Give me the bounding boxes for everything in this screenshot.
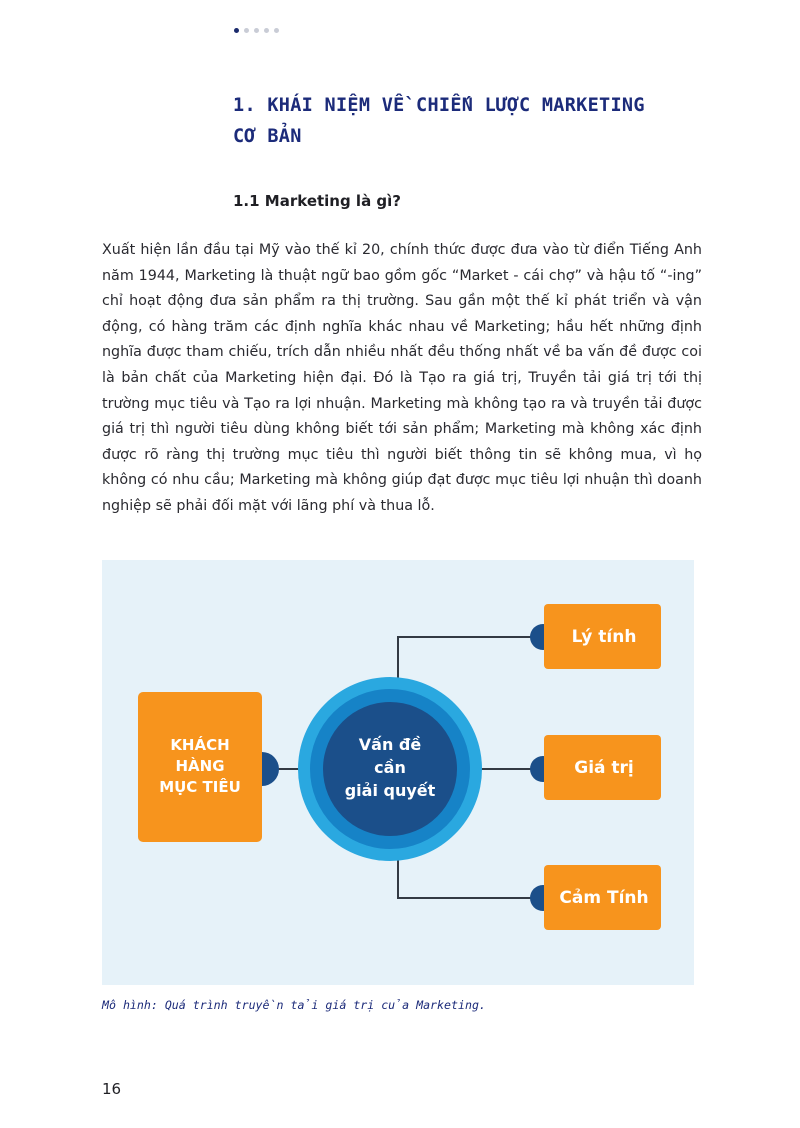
emotional-box xyxy=(544,865,661,930)
pagination-dot xyxy=(264,28,269,33)
center-label: Vấn đề xyxy=(359,735,422,754)
rational-label: Lý tính xyxy=(572,627,637,647)
emotional-label: Cảm Tính xyxy=(559,888,648,908)
chapter-title: 1. KHÁI NIỆM VỀ CHIẾN LƯỢC MARKETING CƠ … xyxy=(233,95,645,147)
rational-box xyxy=(544,604,661,669)
center-label: cần xyxy=(374,758,406,777)
pagination-dot xyxy=(244,28,249,33)
target-customer-box xyxy=(138,692,262,842)
pagination-dot xyxy=(234,28,239,33)
page-number: 16 xyxy=(102,1080,122,1098)
connector-top xyxy=(397,636,536,679)
pagination-dot xyxy=(254,28,259,33)
diagram-canvas: KHÁCH HÀNG MỤC TIÊU Vấn đề cần giải quyế… xyxy=(138,604,661,930)
target-customer-label: HÀNG xyxy=(175,756,224,775)
value-label: Giá trị xyxy=(574,758,634,778)
figure-caption: Mô hình: Quá trình truyền tải giá trị củ… xyxy=(102,998,486,1012)
target-customer-label: MỤC TIÊU xyxy=(159,777,241,796)
connector-bottom xyxy=(397,859,536,899)
center-label: giải quyết xyxy=(345,781,436,800)
value-box xyxy=(544,735,661,800)
center-circle-inner xyxy=(323,702,457,836)
pagination-dot xyxy=(274,28,279,33)
body-paragraph: Xuất hiện lần đầu tại Mỹ vào thế kỉ 20, … xyxy=(102,242,702,514)
marketing-process-diagram: KHÁCH HÀNG MỤC TIÊU Vấn đề cần giải quyế… xyxy=(102,560,694,985)
target-customer-label: KHÁCH xyxy=(170,735,229,754)
section-heading: 1.1 Marketing là gì? xyxy=(233,192,402,210)
pagination-dots xyxy=(234,28,279,33)
